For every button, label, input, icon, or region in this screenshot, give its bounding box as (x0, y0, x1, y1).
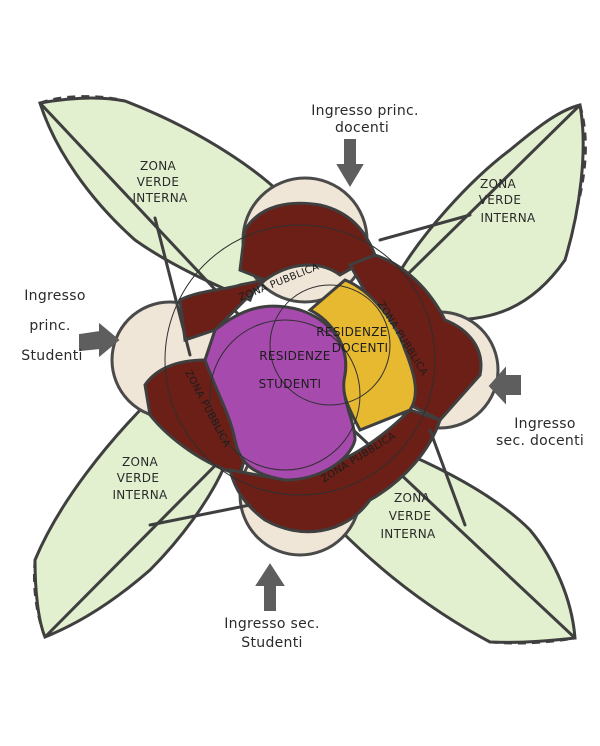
label-zona-verde-tl-1: ZONA (140, 159, 177, 173)
label-ingresso-sec-studenti-2: Studenti (241, 635, 302, 651)
label-zona-verde-br-3: INTERNA (380, 527, 436, 541)
label-zona-verde-bl-2: VERDE (117, 471, 159, 485)
arrow-up-icon (255, 563, 285, 611)
petal-dash-bottom-left (32, 559, 47, 638)
petal-dash-top-right (576, 104, 587, 206)
zona-pubblica-top (238, 201, 377, 282)
petal-dash-top-left (39, 95, 126, 105)
label-ingresso-sec-docenti-2: sec. docenti (496, 433, 584, 449)
label-residenze-studenti-2: STUDENTI (259, 377, 322, 391)
label-residenze-docenti-2: DOCENTI (332, 341, 389, 355)
residenze-docenti-area (307, 278, 417, 432)
label-leader-lines (148, 213, 472, 527)
residenze-studenti-area (203, 304, 357, 482)
label-zona-verde-tr-3: INTERNA (480, 211, 536, 225)
arrow-left-icon (488, 366, 521, 405)
sketch-circle-outer (164, 224, 436, 496)
label-zona-verde-tr-1: ZONA (480, 177, 517, 191)
label-ingresso-princ-studenti-2: princ. (29, 318, 70, 334)
zona-pubblica-bottom (227, 408, 442, 534)
label-ingresso-princ-docenti-2: docenti (335, 120, 389, 136)
label-residenze-docenti-1: RESIDENZE (316, 325, 387, 339)
label-zona-verde-tl-3: INTERNA (132, 191, 188, 205)
petal-dash-bottom-right (489, 636, 576, 645)
label-zona-verde-br-1: ZONA (394, 491, 431, 505)
sketch-circle-mid (269, 284, 391, 406)
label-ingresso-princ-docenti-1: Ingresso princ. (311, 103, 419, 119)
label-zona-verde-bl-1: ZONA (122, 455, 159, 469)
central-core (110, 176, 500, 557)
arrow-right-icon (79, 322, 120, 358)
label-zona-verde-bl-3: INTERNA (112, 488, 168, 502)
label-zona-verde-tr-2: VERDE (479, 193, 521, 207)
sketch-circle-inner (209, 319, 361, 471)
label-zona-verde-br-2: VERDE (389, 509, 431, 523)
label-zona-verde-tl-2: VERDE (137, 175, 179, 189)
label-ingresso-princ-studenti-1: Ingresso (24, 288, 86, 304)
label-residenze-studenti-1: RESIDENZE (259, 349, 330, 363)
label-ingresso-princ-studenti-3: Studenti (21, 348, 82, 364)
arrow-down-icon (336, 139, 364, 187)
label-ingresso-sec-studenti-1: Ingresso sec. (224, 616, 320, 632)
label-ingresso-sec-docenti-1: Ingresso (514, 416, 576, 432)
entrance-arrows (79, 139, 521, 611)
green-petals (32, 95, 587, 645)
zona-pubblica-top-left (178, 277, 270, 343)
